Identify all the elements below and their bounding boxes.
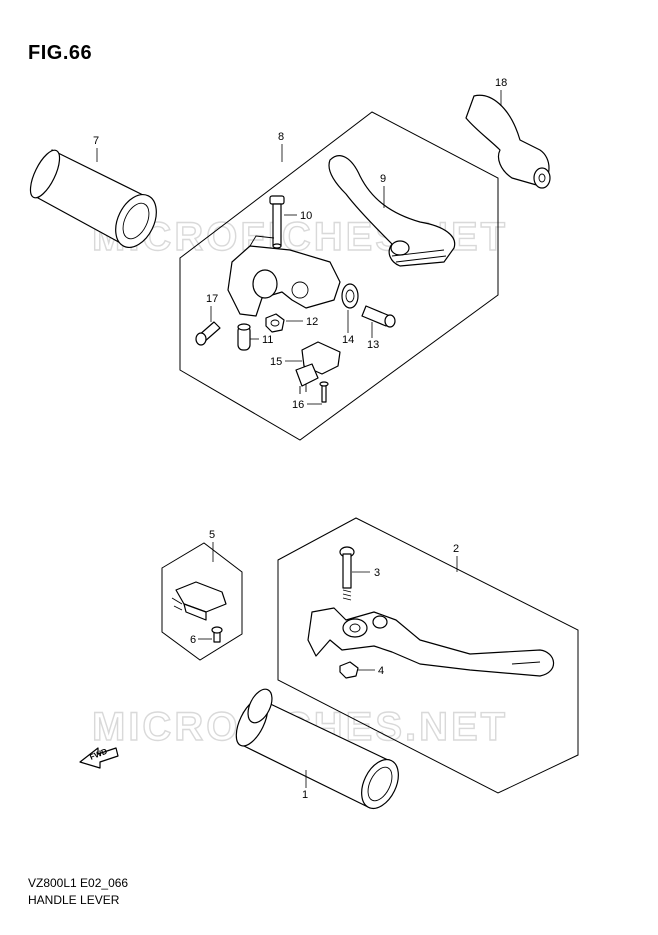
callout-13: 13	[367, 339, 379, 351]
part-6-screw[interactable]	[211, 626, 223, 643]
callout-17: 17	[206, 293, 218, 305]
assembly-box-8	[179, 111, 499, 441]
callouts-top: 7 8 9 10 17 12 11 14 13 15 16 18	[93, 77, 507, 411]
part-13-adjuster-bolt[interactable]	[361, 305, 396, 328]
callout-1: 1	[302, 789, 308, 801]
callout-11: 11	[262, 334, 273, 346]
callout-14: 14	[342, 334, 354, 346]
part-3-pivot-bolt[interactable]	[339, 546, 355, 601]
part-9-clutch-lever[interactable]	[328, 155, 456, 267]
part-2-brake-lever[interactable]	[307, 607, 555, 677]
part-11-spacer[interactable]	[237, 323, 251, 351]
callout-9: 9	[380, 173, 386, 185]
part-5-brake-switch[interactable]	[171, 581, 227, 621]
callout-7: 7	[93, 135, 99, 147]
part-1-throttle-grip[interactable]	[230, 685, 406, 814]
assembly-box-5	[161, 542, 243, 661]
part-4-nut[interactable]	[339, 661, 359, 679]
figure-title: FIG.66	[28, 42, 93, 64]
callouts-bottom: 5 6 2 3 4 1	[190, 529, 459, 801]
callout-12: 12	[306, 316, 318, 328]
part-12-nut[interactable]	[265, 313, 285, 333]
callout-8: 8	[278, 131, 284, 143]
callout-15: 15	[270, 356, 282, 368]
callout-10: 10	[300, 210, 312, 222]
figure-code: VZ800L1 E02_066	[28, 876, 129, 890]
part-15-switch[interactable]	[295, 341, 341, 394]
watermark-bottom: MICROFICHES.NET	[92, 705, 508, 749]
callout-5: 5	[209, 529, 215, 541]
part-7-grip[interactable]	[25, 146, 165, 254]
callout-3: 3	[374, 567, 380, 579]
callout-2: 2	[453, 543, 459, 555]
part-10-pivot-bolt[interactable]	[269, 195, 285, 249]
assembly-box-2	[277, 517, 579, 794]
fwd-arrow-icon: FWD	[79, 747, 119, 769]
lever-holder-bracket[interactable]	[227, 235, 341, 317]
figure-name: HANDLE LEVER	[28, 893, 120, 907]
part-16-screw[interactable]	[319, 381, 329, 403]
callout-18: 18	[495, 77, 507, 89]
callout-4: 4	[378, 665, 384, 677]
part-18-lever-cover[interactable]	[465, 94, 551, 189]
callout-6: 6	[190, 634, 196, 646]
part-17-screw[interactable]	[195, 321, 221, 346]
part-14-adjuster-ring[interactable]	[341, 283, 359, 309]
callout-16: 16	[292, 399, 304, 411]
